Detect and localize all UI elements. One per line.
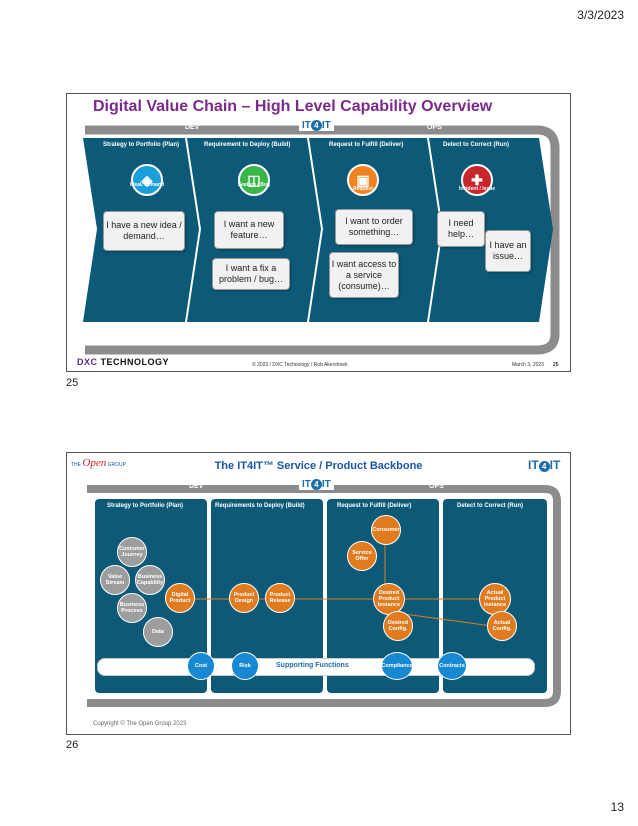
slide2-copyright: Copyright © The Open Group 2023 (93, 721, 187, 727)
slide-26: THE Open GROUP The IT4IT™ Service / Prod… (66, 452, 571, 735)
slide-number-26: 26 (66, 739, 79, 751)
it4it-left: IT (302, 120, 311, 131)
icon-label-request: Request (353, 186, 373, 192)
node-data: Data (143, 617, 173, 647)
slide-title: Digital Value Chain – High Level Capabil… (93, 98, 493, 115)
it4it-left: IT (528, 458, 539, 472)
icon-label-incident: Incident / Issue (458, 186, 496, 192)
node-business-capability: Business Capability (135, 565, 165, 595)
dxc-logo: DXC TECHNOLOGY (77, 357, 169, 367)
stream-title-run: Detect to Correct (Run) (457, 503, 524, 509)
slide-25: Digital Value Chain – High Level Capabil… (66, 93, 571, 372)
chat-icon: ◫ (238, 164, 270, 196)
supporting-functions-label: Supporting Functions (276, 662, 349, 669)
plus-icon: ✚ (461, 164, 493, 196)
node-desired-product-instance: Desired Product Instance (373, 583, 405, 615)
icon-label-feature: Feature / Bug (238, 182, 270, 188)
page-number: 13 (610, 800, 624, 814)
it4it-right: IT (549, 458, 561, 472)
it4it-right: IT (321, 479, 331, 490)
node-customer-journey: Customer Journey (117, 537, 147, 567)
bubble-new-feature: I want a new feature… (214, 211, 284, 249)
bubble-access-service: I want access to a service (consume)… (329, 252, 399, 298)
node-product-design: Product Design (229, 583, 259, 613)
node-actual-product-instance: Actual Product Instance (479, 583, 511, 615)
bubble-new-idea: I have a new idea / demand… (103, 211, 185, 251)
stream-title-build: Requirements to Deploy (Build) (215, 503, 305, 509)
it4it-left: IT (302, 479, 311, 490)
node-risk: Risk (231, 652, 259, 680)
lightbulb-icon: ◈ (131, 164, 163, 196)
ops-label: OPS (427, 124, 442, 131)
node-service-offer: Service Offer (347, 541, 377, 571)
bubble-need-help: I need help… (437, 211, 485, 247)
node-compliance: Compliance (381, 652, 413, 680)
config-diagonal (396, 612, 500, 628)
bubble-have-issue: I have an issue… (485, 230, 531, 272)
slide-title: The IT4IT™ Service / Product Backbone (214, 460, 423, 472)
stream-title-deliver: Request to Fulfill (Deliver) (337, 503, 412, 509)
slide1-date: March 3, 2023 (512, 362, 544, 368)
node-value-stream: Value Stream (100, 565, 130, 595)
opengroup-open: Open (82, 457, 107, 469)
node-product-release: Product Release (265, 583, 295, 613)
it4it-four: 4 (310, 120, 322, 131)
dxc-mark: DXC (77, 357, 98, 367)
slide1-number: 25 (553, 362, 559, 368)
stream-title-run: Detect to Correct (Run) (443, 142, 510, 148)
stream-title-build: Requirement to Deploy (Build) (204, 142, 291, 148)
stream-title-deliver: Request to Fulfill (Deliver) (329, 142, 404, 148)
node-contracts: Contracts (437, 652, 467, 680)
dxc-technology-text: TECHNOLOGY (100, 357, 170, 367)
node-desired-config: Desired Config. (383, 611, 413, 641)
slide1-copyright: © 2023 / DXC Technology / Rob Akershoek (252, 362, 348, 368)
it4it-four: 4 (538, 461, 550, 472)
dev-label: DEV (185, 124, 200, 131)
opengroup-logo: THE Open GROUP (71, 457, 126, 469)
opengroup-group: GROUP (107, 462, 126, 468)
icon-label-ideal: Ideal/ Demand (130, 182, 164, 188)
cart-icon: ▣ (347, 164, 379, 196)
slide-number-25: 25 (66, 377, 79, 389)
node-cost: Cost (187, 652, 215, 680)
node-business-process: Business Process (117, 593, 147, 623)
dev-label: DEV (189, 483, 204, 490)
page-date: 3/3/2023 (577, 8, 624, 22)
it4it-right: IT (321, 120, 331, 131)
node-digital-product: Digital Product (165, 583, 195, 613)
stream-title-plan: Strategy to Portfolio (Plan) (107, 503, 184, 509)
bubble-fix-problem: I want a fix a problem / bug… (212, 258, 290, 290)
grey-ring-path (85, 125, 560, 355)
opengroup-the: THE (71, 462, 81, 468)
it4it-four: 4 (310, 479, 322, 490)
grey-ring-path (87, 485, 561, 707)
stream-title-plan: Strategy to Portfolio (Plan) (103, 142, 180, 148)
ops-label: OPS (429, 483, 444, 490)
node-actual-config: Actual Config. (487, 611, 517, 641)
bubble-order: I want to order something… (335, 209, 413, 245)
node-consumer: Consumer (371, 515, 401, 545)
